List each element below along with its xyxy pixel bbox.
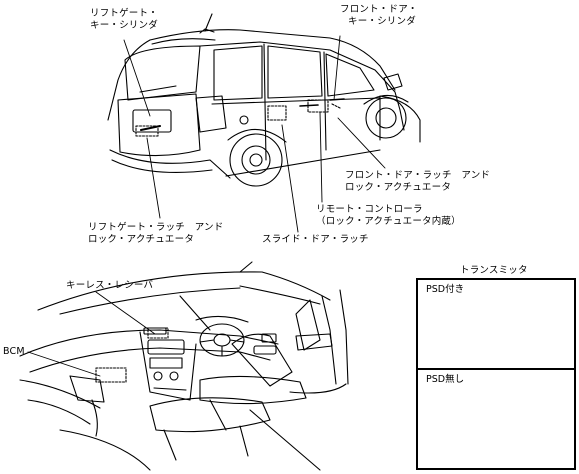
label-front-door-latch-actuator: フロント・ドア・ラッチ アンド ロック・アクチュエータ [345,170,491,193]
label-bcm: BCM [3,346,25,357]
label-liftgate-latch-actuator: リフトゲート・ラッチ アンド ロック・アクチュエータ [88,222,224,245]
label-remote-controller: リモート・コントローラ （ロック・アクチュエータ内蔵） [316,204,461,227]
leader-lines-top [123,35,386,233]
label-transmitter-title: トランスミッタ [460,265,528,276]
leader-lines-bottom [27,291,156,377]
label-psd-without: PSD無し [426,374,465,385]
panel-divider [418,368,574,370]
interior-illustration [19,261,349,471]
label-psd-with: PSD付き [426,284,465,295]
label-keyless-receiver: キーレス・レシーバ [66,280,154,291]
label-slide-door-latch: スライド・ドア・ラッチ [262,234,369,245]
label-liftgate-key-cylinder: リフトゲート・ キー・シリンダ [90,8,158,31]
label-front-door-key-cylinder: フロント・ドア・ キー・シリンダ [340,4,418,27]
transmitter-panel: PSD付き PSD無し [416,278,576,470]
minivan-illustration [107,13,421,187]
